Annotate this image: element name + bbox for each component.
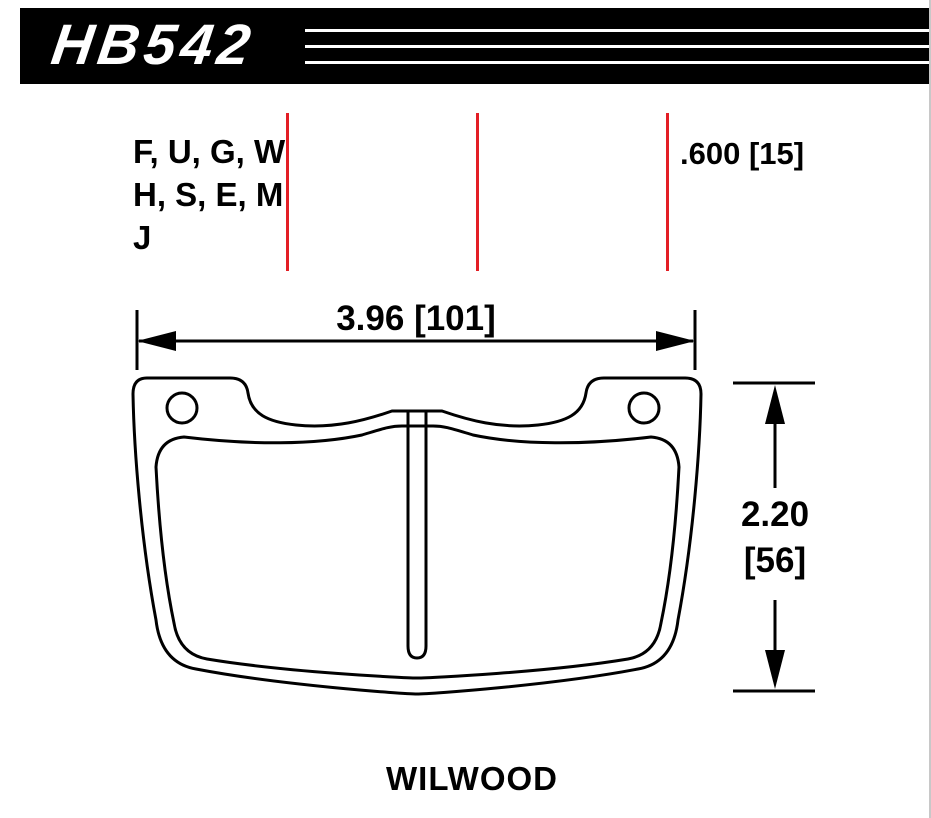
- compound-reference-line: [666, 113, 669, 271]
- mounting-hole-right: [627, 391, 661, 425]
- compound-codes-line3: J: [133, 219, 152, 256]
- brake-pad-drawing: [131, 376, 703, 696]
- arrowhead-down-icon: [765, 650, 785, 689]
- page-edge-line: [929, 0, 931, 818]
- part-number: HB542: [47, 13, 260, 77]
- compound-codes-line2: H, S, E, M: [133, 176, 284, 213]
- part-number-banner: HB542: [20, 8, 931, 84]
- height-dimension-inches: 2.20: [740, 495, 810, 534]
- arrowhead-left-icon: [137, 331, 176, 351]
- height-dimension-label: 2.20 [56]: [723, 492, 827, 584]
- brand-label: WILWOOD: [386, 760, 558, 797]
- width-dimension-label: 3.96 [101]: [336, 299, 496, 338]
- compound-codes-line1: F, U, G, W: [133, 133, 286, 170]
- height-dimension-arrow: [733, 381, 815, 693]
- width-dimension-arrow: [135, 310, 697, 370]
- center-slot: [406, 412, 428, 660]
- pad-outer-outline: [131, 376, 703, 696]
- arrowhead-up-icon: [765, 385, 785, 424]
- compound-codes: F, U, G, W H, S, E, M J: [133, 130, 285, 259]
- width-dimension: [130, 308, 710, 378]
- height-dimension: [723, 376, 827, 698]
- compound-reference-line: [476, 113, 479, 271]
- pad-friction-outline: [154, 424, 681, 680]
- pad-thickness-label: .600 [15]: [680, 136, 805, 171]
- banner-stripe: [305, 61, 931, 64]
- arrowhead-right-icon: [656, 331, 695, 351]
- mounting-hole-left: [165, 391, 199, 425]
- banner-stripe: [305, 45, 931, 48]
- compound-reference-line: [286, 113, 289, 271]
- banner-stripe: [305, 29, 931, 32]
- height-dimension-mm: [56]: [743, 541, 807, 580]
